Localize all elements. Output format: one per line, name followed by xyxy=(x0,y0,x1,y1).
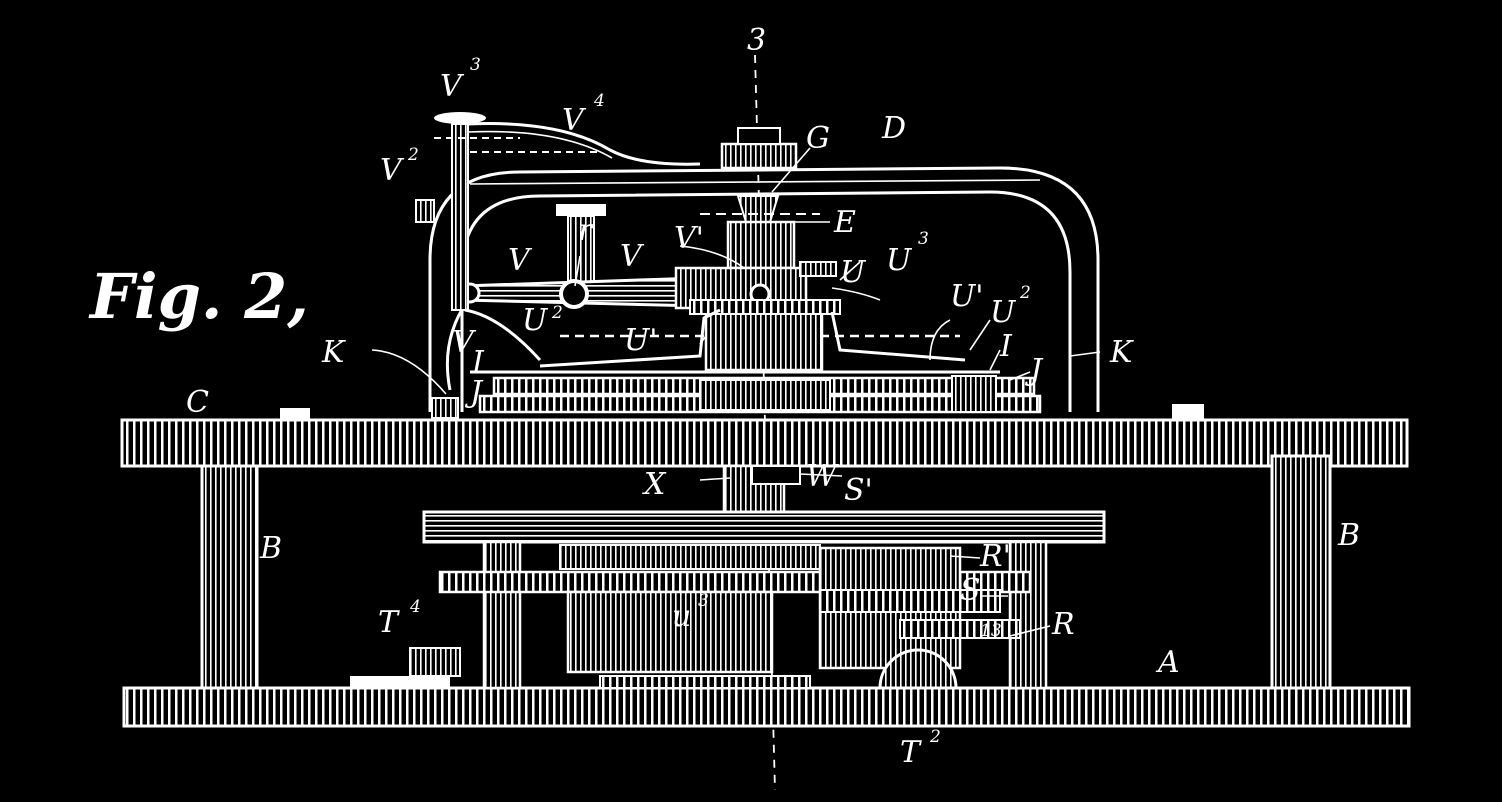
label-V3-sup: 3 xyxy=(470,55,481,75)
label-D: D xyxy=(881,111,906,146)
arm xyxy=(459,204,837,310)
leader-lines xyxy=(371,147,1101,637)
label-V4-sup: 4 xyxy=(593,91,605,111)
label-U3-sup: 3 xyxy=(918,229,929,249)
bottom-plate xyxy=(122,686,1411,728)
label-T4: T xyxy=(378,605,400,640)
top-plate xyxy=(120,404,1409,468)
label-V3: V xyxy=(440,69,465,104)
label-T4-sup: 4 xyxy=(409,597,421,617)
label-R: R xyxy=(1051,607,1075,642)
labels: Fig. 2, 3 A B B C D E G I I J J K K R R'… xyxy=(88,23,1360,770)
label-V2-sup: 2 xyxy=(407,145,419,165)
label-V1: V' xyxy=(674,221,704,256)
label-r: r xyxy=(578,213,594,248)
label-U2b-sup: 2 xyxy=(1019,283,1031,303)
label-3: 3 xyxy=(747,23,766,58)
pillar-left xyxy=(200,464,259,690)
label-R1: R' xyxy=(979,539,1011,574)
top-boss xyxy=(720,127,798,170)
upper-plates xyxy=(470,308,1000,374)
label-u3: u xyxy=(672,599,691,634)
label-W: W xyxy=(806,459,839,494)
label-A: A xyxy=(1155,645,1180,680)
label-V2: V xyxy=(380,153,405,188)
label-13: 13 xyxy=(980,621,1002,641)
label-I-right: I xyxy=(999,329,1013,364)
label-u3-sup: 3 xyxy=(698,591,709,611)
label-S1: S' xyxy=(844,473,873,508)
label-X: X xyxy=(642,467,667,502)
pillar-right xyxy=(1270,454,1332,690)
label-U1-b: U' xyxy=(950,279,984,314)
label-G: G xyxy=(806,121,830,156)
label-B-right: B xyxy=(1337,518,1360,553)
label-V-b: V xyxy=(620,239,645,274)
tension-post xyxy=(415,112,701,311)
label-T2: T xyxy=(900,735,922,770)
label-T2-sup: 2 xyxy=(929,727,941,747)
figure-title: Fig. 2, xyxy=(88,260,309,333)
label-I-left: I xyxy=(471,345,485,380)
label-C: C xyxy=(186,385,209,420)
hook xyxy=(464,308,542,362)
label-S: S xyxy=(960,573,981,608)
label-K-left: K xyxy=(321,335,346,370)
label-U2-sup: 2 xyxy=(551,303,563,323)
label-U3: U xyxy=(886,243,913,278)
label-V-a: V xyxy=(508,243,533,278)
label-K-right: K xyxy=(1109,335,1134,370)
central-shaft xyxy=(722,464,801,518)
label-B-left: B xyxy=(259,531,282,566)
spindle xyxy=(700,195,820,270)
label-J-left: J xyxy=(464,375,484,410)
label-U-mid: U xyxy=(840,255,867,290)
label-V4: V xyxy=(562,103,587,138)
label-V-c: V xyxy=(452,325,477,360)
lower-table xyxy=(350,510,1106,690)
rings xyxy=(431,375,1042,419)
label-U2: U xyxy=(522,303,549,338)
label-E: E xyxy=(833,205,856,240)
center-hub xyxy=(689,299,841,372)
label-U2b: U xyxy=(990,295,1017,330)
label-U1-a: U' xyxy=(624,323,658,358)
